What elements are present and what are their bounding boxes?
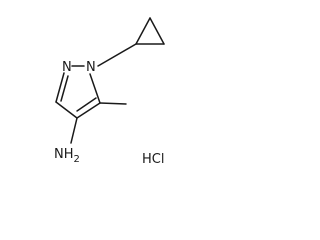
amine-h-label: NH <box>54 147 74 162</box>
bond-c4-c3 <box>55 101 78 119</box>
amine-subscript: 2 <box>74 154 80 165</box>
bond-n1-cyclopropyl <box>97 43 137 67</box>
structure-canvas: N N NH2 HCl <box>0 0 179 174</box>
atom-n2-label: N <box>62 60 72 75</box>
bond-c3-n2 <box>55 72 65 103</box>
salt-label: HCl <box>142 152 164 167</box>
bond-c5-c4-double <box>76 97 97 112</box>
bond-c3-n2-double <box>60 75 69 102</box>
atom-n1-label: N <box>86 60 96 75</box>
bond-cyclopropyl-a <box>135 17 151 45</box>
amine-label: NH2 <box>54 147 80 165</box>
bond-c5-methyl <box>99 102 127 105</box>
bond-c4-amine <box>70 117 78 144</box>
bond-c5-c4 <box>76 102 101 119</box>
chemical-structure: N N NH2 HCl <box>54 17 165 167</box>
bond-cyclopropyl-b <box>149 17 165 45</box>
bond-n1-c5 <box>89 73 101 104</box>
